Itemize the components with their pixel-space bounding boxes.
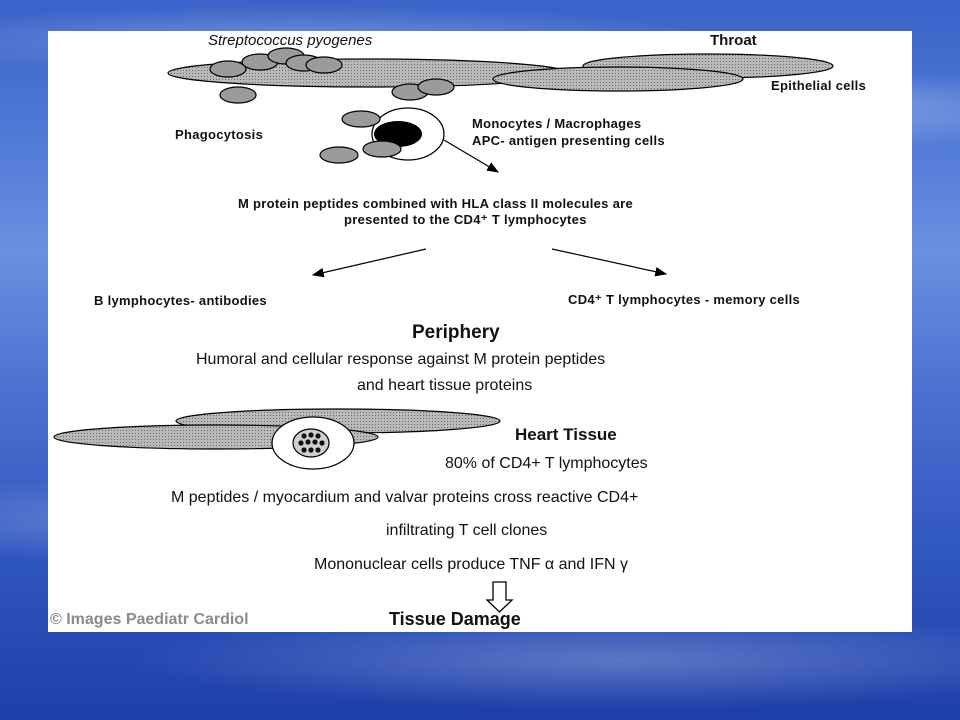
periphery-text-line1: Humoral and cellular response against M … (196, 351, 606, 368)
bacterium (417, 78, 455, 96)
heart-text-line1: 80% of CD4+ T lymphocytes (445, 455, 648, 472)
bacterium (209, 60, 247, 78)
epithelial-cells (167, 53, 834, 92)
periphery-title: Periphery (412, 322, 500, 343)
tissue-damage-label: Tissue Damage (389, 609, 521, 629)
monocytes-label: Monocytes / Macrophages (472, 116, 642, 131)
bacterium (219, 86, 257, 104)
organism-label: Streptococcus pyogenes (208, 32, 373, 49)
heart-text-line2: M peptides / myocardium and valvar prote… (171, 489, 639, 506)
image-credit: © Images Paediatr Cardiol (50, 611, 249, 628)
throat-label: Throat (710, 32, 757, 49)
presentation-text-line2: presented to the CD4⁺ T lymphocytes (344, 212, 587, 227)
diagram-panel: Streptococcus pyogenes Throat Epithelial… (48, 31, 912, 632)
arrow-macrophage-to-presentation (443, 139, 500, 173)
down-arrow-icon (485, 581, 514, 613)
phagocytosis-label: Phagocytosis (175, 127, 264, 142)
heart-text-line3: infiltrating T cell clones (386, 522, 548, 539)
epithelial-cell (492, 66, 744, 92)
apc-label: APC- antigen presenting cells (472, 133, 665, 148)
heart-text-line4: Mononuclear cells produce TNF α and IFN … (314, 556, 628, 573)
heart-tissue-cells (53, 408, 501, 470)
b-lymphocytes-label: B lymphocytes- antibodies (94, 293, 267, 308)
streptococcus-bacteria (209, 47, 455, 104)
arrow-to-b-cells (311, 248, 427, 278)
periphery-text-line2: and heart tissue proteins (357, 377, 533, 394)
presentation-text-line1: M protein peptides combined with HLA cla… (238, 196, 634, 211)
cd4-memory-label: CD4⁺ T lymphocytes - memory cells (568, 292, 801, 307)
arrow-to-cd4-cells (551, 248, 668, 277)
bacterium (305, 56, 343, 74)
heart-tissue-title: Heart Tissue (515, 425, 617, 444)
diagram-artwork (53, 47, 834, 613)
flow-arrows (311, 139, 668, 278)
macrophage-cell (319, 107, 445, 164)
epithelial-cells-label: Epithelial cells (771, 78, 867, 93)
